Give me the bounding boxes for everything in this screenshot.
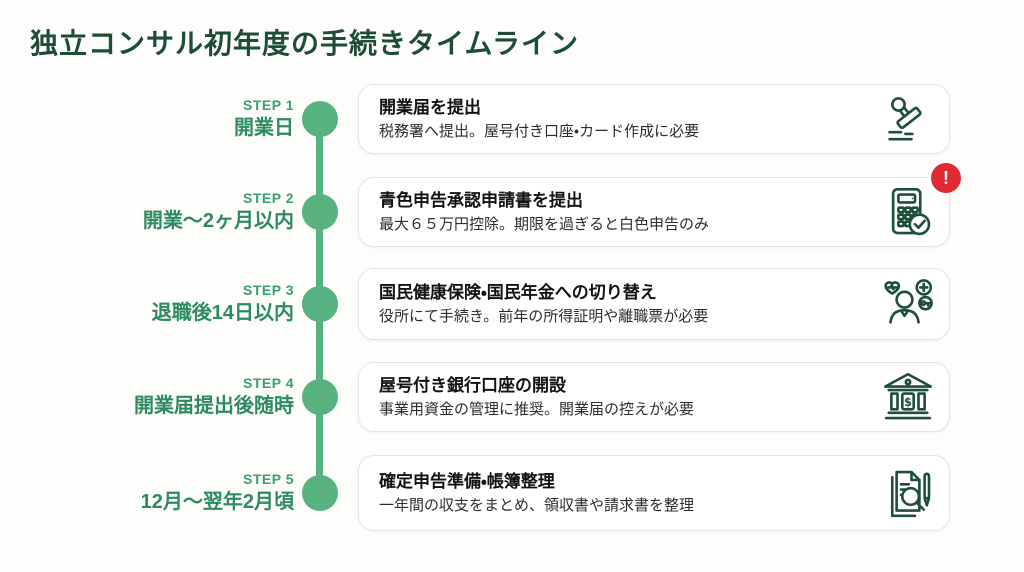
- step-card-description: 一年間の収支をまとめ、領収書や請求書を整理: [379, 496, 695, 514]
- timeline-node-dot: [302, 194, 338, 230]
- bank-icon: $: [877, 369, 939, 425]
- timeline-step-row-3: STEP 3 退職後14日以内 国民健康保険・国民年金への切り替え 役所にて手続…: [0, 268, 1024, 340]
- step-card-title: 確定申告準備・帳簿整理: [379, 471, 555, 491]
- step-number-label: STEP 3: [243, 282, 294, 299]
- step-3-labels: STEP 3 退職後14日以内: [0, 268, 294, 340]
- step-number-label: STEP 2: [243, 190, 294, 207]
- step-card-title: 青色申告承認申請書を提出: [379, 190, 583, 210]
- step-card: 国民健康保険・国民年金への切り替え 役所にて手続き。前年の所得証明や離職票が必要: [358, 268, 950, 340]
- timeline-node-dot: [302, 286, 338, 322]
- timeline-node: [294, 84, 346, 154]
- stamp-icon: [877, 91, 939, 147]
- step-card-title: 国民健康保険・国民年金への切り替え: [379, 282, 657, 302]
- svg-text:$: $: [904, 395, 912, 409]
- step-card-text: 国民健康保険・国民年金への切り替え 役所にて手続き。前年の所得証明や離職票が必要: [379, 282, 708, 327]
- step-5-labels: STEP 5 12月〜翌年2月頃: [0, 455, 294, 531]
- alert-exclamation-badge: !: [931, 163, 961, 193]
- step-timing-label: 開業〜2ヶ月以内: [142, 209, 294, 232]
- step-timing-label: 12月〜翌年2月頃: [140, 490, 294, 513]
- alert-exclamation-glyph: !: [943, 168, 949, 188]
- step-card: 開業届を提出 税務署へ提出。屋号付き口座・カード作成に必要: [358, 84, 950, 154]
- timeline-node: [294, 177, 346, 247]
- step-card-description: 最大６５万円控除。期限を過ぎると白色申告のみ: [379, 215, 710, 233]
- timeline-step-row-4: STEP 4 開業届提出後随時 屋号付き銀行口座の開設 事業用資金の管理に推奨。…: [0, 362, 1024, 432]
- step-timing-label: 開業日: [234, 116, 294, 139]
- step-number-label: STEP 5: [243, 471, 294, 488]
- step-card-text: 青色申告承認申請書を提出 最大６５万円控除。期限を過ぎると白色申告のみ: [379, 190, 709, 235]
- timeline-node-dot: [302, 475, 338, 511]
- step-1-labels: STEP 1 開業日: [0, 84, 294, 154]
- step-timing-label: 開業届提出後随時: [134, 394, 294, 417]
- step-card-title: 開業届を提出: [379, 97, 481, 117]
- calculator-check-icon: [877, 184, 939, 240]
- step-card-text: 屋号付き銀行口座の開設 事業用資金の管理に推奨。開業届の控えが必要: [379, 375, 694, 420]
- step-card: 屋号付き銀行口座の開設 事業用資金の管理に推奨。開業届の控えが必要: [358, 362, 950, 432]
- step-timing-label: 退職後14日以内: [151, 301, 294, 324]
- step-card: ! 青色申告承認申請書を提出 最大６５万円控除。期限を過ぎると白色申告のみ: [358, 163, 961, 247]
- page-title: 独立コンサル初年度の手続きタイムライン: [30, 28, 580, 59]
- step-card-description: 税務署へ提出。屋号付き口座・カード作成に必要: [379, 122, 700, 140]
- step-4-labels: STEP 4 開業届提出後随時: [0, 362, 294, 432]
- timeline-node: [294, 362, 346, 432]
- step-card-text: 開業届を提出 税務署へ提出。屋号付き口座・カード作成に必要: [379, 97, 699, 142]
- step-card-title: 屋号付き銀行口座の開設: [379, 375, 566, 395]
- timeline-step-row-5: STEP 5 12月〜翌年2月頃 確定申告準備・帳簿整理 一年間の収支をまとめ、…: [0, 455, 1024, 531]
- step-number-label: STEP 1: [243, 97, 294, 114]
- step-card-text: 確定申告準備・帳簿整理 一年間の収支をまとめ、領収書や請求書を整理: [379, 471, 694, 516]
- step-card-description: 役所にて手続き。前年の所得証明や離職票が必要: [379, 307, 709, 325]
- timeline-node: [294, 268, 346, 340]
- step-2-labels: STEP 2 開業〜2ヶ月以内: [0, 177, 294, 247]
- timeline-node: [294, 455, 346, 531]
- step-card-description: 事業用資金の管理に推奨。開業届の控えが必要: [379, 400, 695, 418]
- health-insurance-person-icon: [877, 276, 939, 332]
- timeline-node-dot: [302, 379, 338, 415]
- timeline-step-row-1: STEP 1 開業日 開業届を提出 税務署へ提出。屋号付き口座・カード作成に必要: [0, 84, 1024, 154]
- step-number-label: STEP 4: [243, 375, 294, 392]
- timeline-node-dot: [302, 101, 338, 137]
- document-search-icon: [877, 465, 939, 521]
- step-card: 確定申告準備・帳簿整理 一年間の収支をまとめ、領収書や請求書を整理: [358, 455, 950, 531]
- timeline-step-row-2: STEP 2 開業〜2ヶ月以内 ! 青色申告承認申請書を提出 最大６５万円控除。…: [0, 163, 1024, 247]
